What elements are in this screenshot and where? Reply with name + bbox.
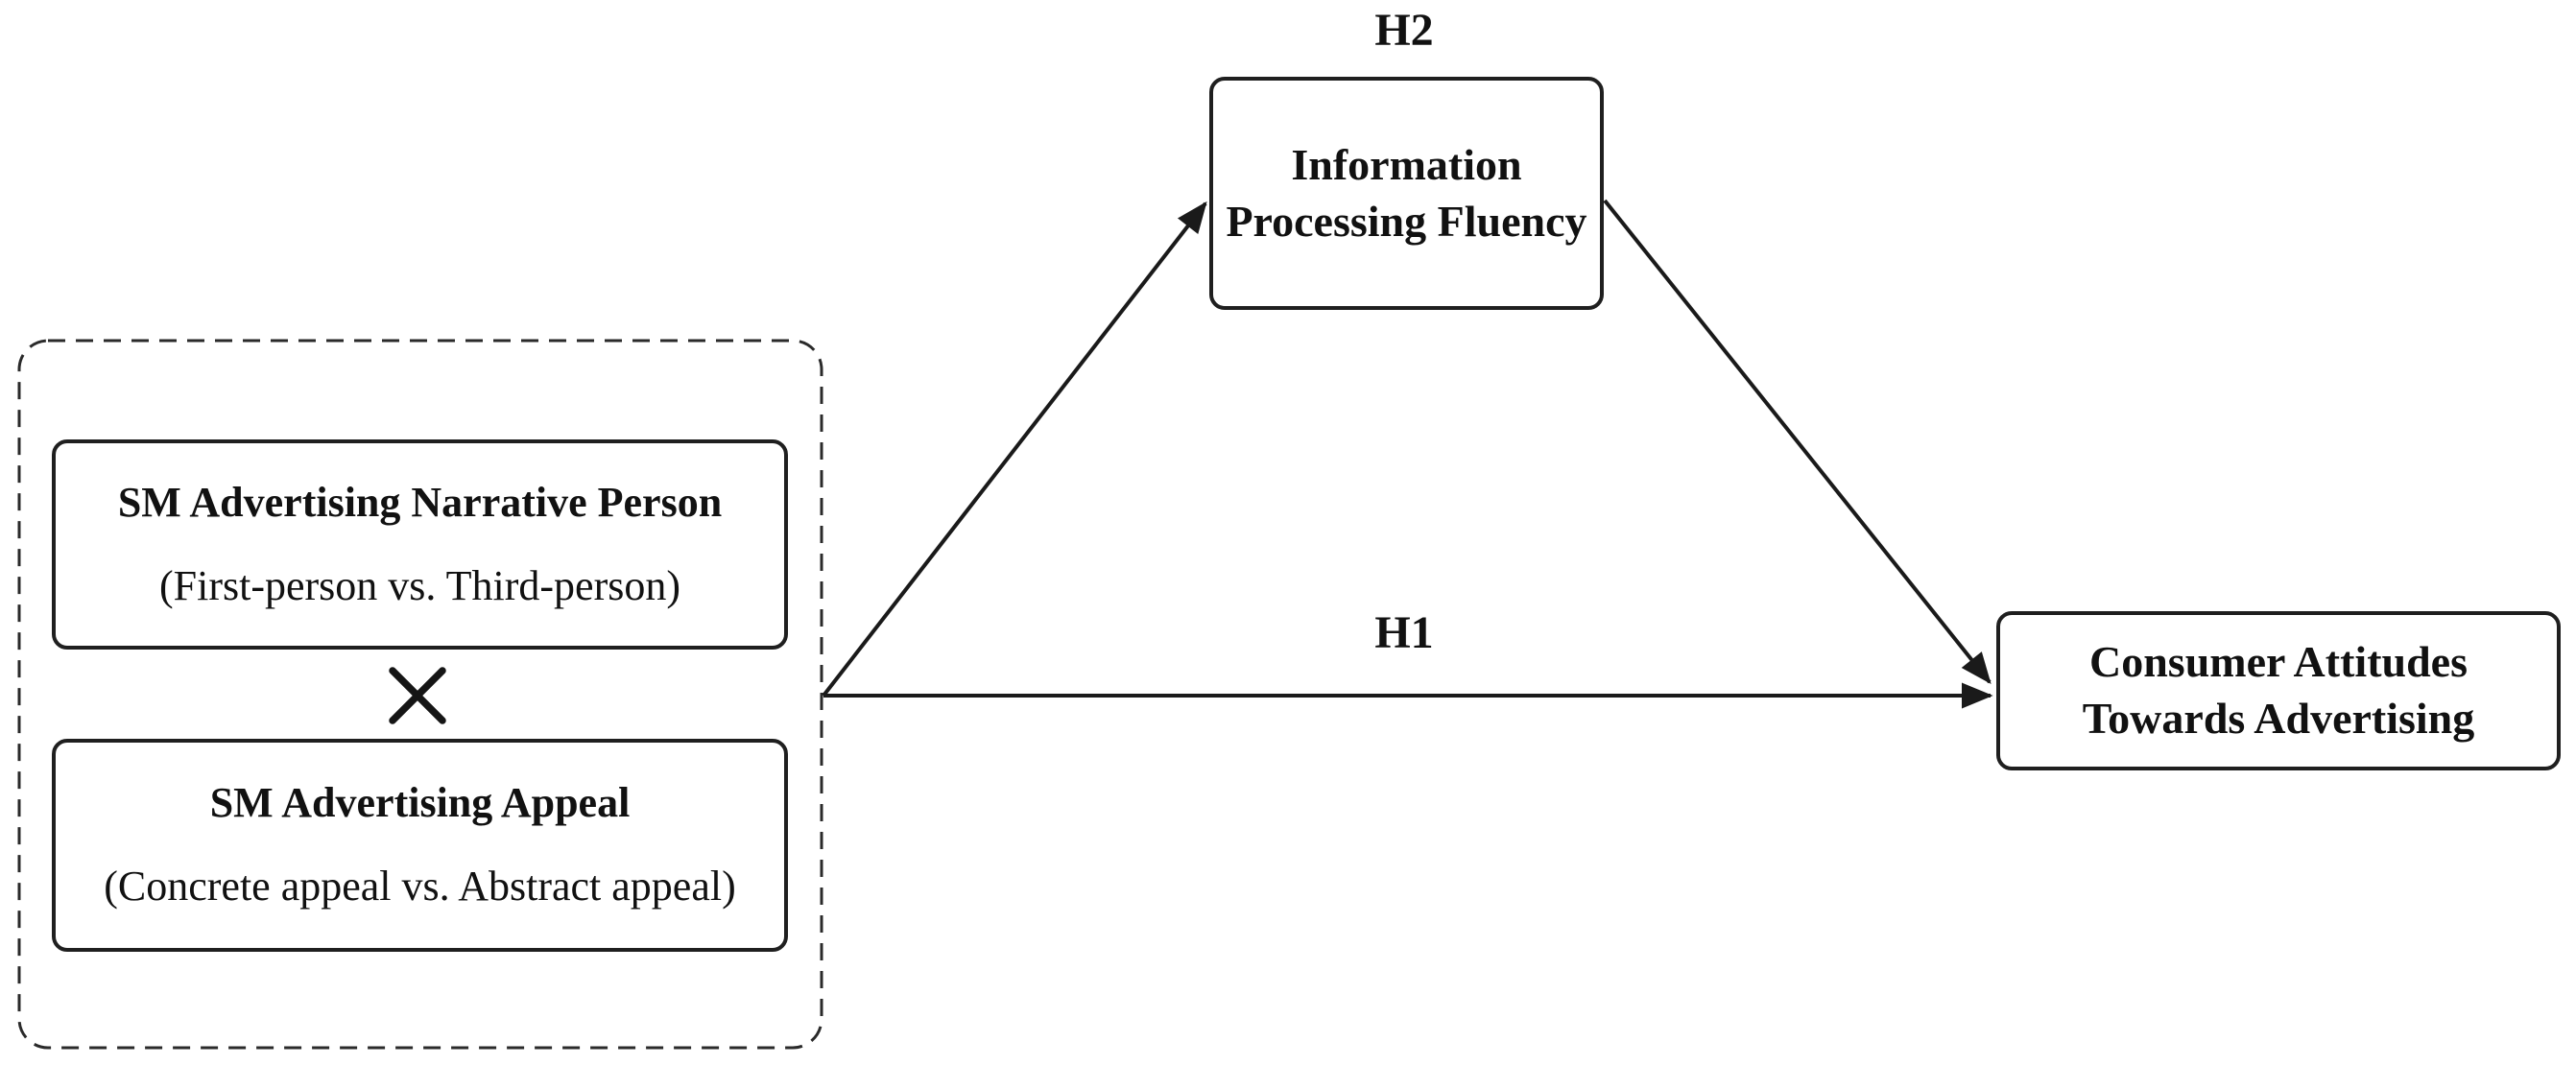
mediator-box: Information Processing Fluency xyxy=(1209,77,1604,310)
appeal-box: SM Advertising Appeal (Concrete appeal v… xyxy=(52,739,788,952)
arrow-mediator-to-outcome xyxy=(1603,199,1992,685)
narrative-person-title: SM Advertising Narrative Person xyxy=(117,478,723,526)
narrative-person-levels: (First-person vs. Third-person) xyxy=(159,561,680,609)
narrative-person-box: SM Advertising Narrative Person (First-p… xyxy=(52,439,788,650)
mediator-label: Information Processing Fluency xyxy=(1226,139,1587,246)
interaction-x-symbol xyxy=(389,667,446,724)
appeal-levels: (Concrete appeal vs. Abstract appeal) xyxy=(104,863,736,910)
outcome-label: Consumer Attitudes Towards Advertising xyxy=(2082,637,2475,743)
appeal-title: SM Advertising Appeal xyxy=(209,779,631,827)
outcome-box: Consumer Attitudes Towards Advertising xyxy=(1996,611,2561,770)
h2-hypothesis-label: H2 xyxy=(1374,5,1434,56)
arrow-iv-to-mediator xyxy=(822,201,1207,698)
h1-hypothesis-label: H1 xyxy=(1374,607,1434,658)
